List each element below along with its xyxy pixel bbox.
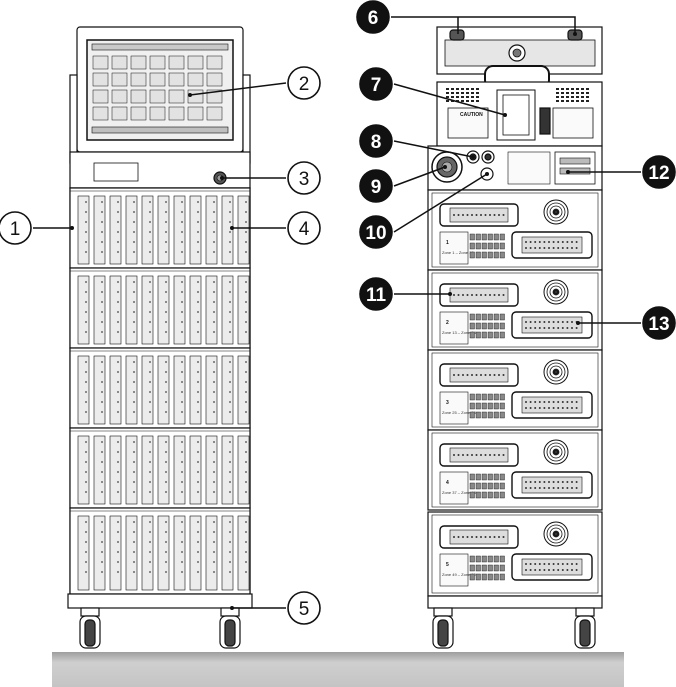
zone-range: Zone 49 – Zone 60 [442,572,477,577]
callout-number: 5 [299,599,310,620]
leader-line-8 [393,140,474,158]
front-module [69,267,251,349]
thermocouple-connector [511,553,593,581]
front-caster-left [79,607,101,649]
callout-number: 13 [648,314,669,335]
callout-number: 12 [648,163,669,184]
front-view [67,26,253,649]
front-module [69,507,251,595]
thermocouple-block [469,393,505,419]
thermocouple-block [469,473,505,499]
zone-range: Zone 13 – Zone 24 [442,330,477,335]
front-module [69,427,251,509]
callout-number: 9 [371,177,382,198]
zone-range: Zone 37 – Zone 48 [442,490,477,495]
thermocouple-connector [511,231,593,259]
thermocouple-connector [511,311,593,339]
card-number: 3 [446,400,449,406]
callout-9: 9 [359,169,393,203]
callout-number: 4 [299,219,310,240]
rear-caster-left [432,607,454,649]
callout-3: 3 [287,161,321,195]
callout-2: 2 [287,66,321,100]
thermocouple-block [469,233,505,259]
card-number: 4 [446,480,449,486]
callout-7: 7 [359,67,393,101]
callout-4: 4 [287,211,321,245]
heater-connector [439,283,519,307]
cooling-fan [543,439,569,465]
heater-connector [439,203,519,227]
cooling-fan [543,279,569,305]
card-number: 1 [446,240,449,246]
heater-connector [439,443,519,467]
callout-number: 1 [10,219,21,240]
rear-caster-right [574,607,596,649]
thermocouple-block [469,313,505,339]
floor [52,652,624,687]
callout-5: 5 [287,591,321,625]
leader-line-9 [393,166,446,187]
caution-label [447,107,489,139]
heater-connector [439,363,519,387]
callout-number: 8 [371,132,382,153]
leader-lines [33,16,641,610]
leader-line-7 [393,83,506,116]
front-module [69,187,251,269]
front-module [69,347,251,429]
leader-line-10 [393,173,488,233]
cooling-fan [543,199,569,225]
callout-number: 3 [299,169,310,190]
callout-number: 11 [366,285,387,306]
lifting-eye-left [449,29,465,41]
leader-line-2 [189,82,287,96]
callout-number: 7 [371,75,382,96]
callout-1: 1 [0,211,32,245]
cooling-fan [543,521,569,547]
callout-10: 10 [359,215,393,249]
callout-12: 12 [642,155,676,189]
thermocouple-connector [511,471,593,499]
front-caster-right [219,607,241,649]
callout-number: 10 [365,223,386,244]
callout-number: 6 [368,8,379,29]
callout-11: 11 [359,277,393,311]
heater-connector [439,525,519,549]
zone-range: Zone 25 – Zone 36 [442,410,477,415]
leader-line-6 [391,16,576,34]
card-number: 2 [446,320,449,326]
callout-13: 13 [642,306,676,340]
callout-8: 8 [359,124,393,158]
zone-range: Zone 1 – Zone 12 [442,250,474,255]
card-number: 5 [446,562,449,568]
callout-number: 2 [299,74,310,95]
thermocouple-block [469,555,505,581]
caution-text: CAUTION [460,112,483,118]
cooling-fan [543,359,569,385]
thermocouple-connector [511,391,593,419]
callout-6: 6 [356,0,390,34]
rating-label [552,107,594,139]
